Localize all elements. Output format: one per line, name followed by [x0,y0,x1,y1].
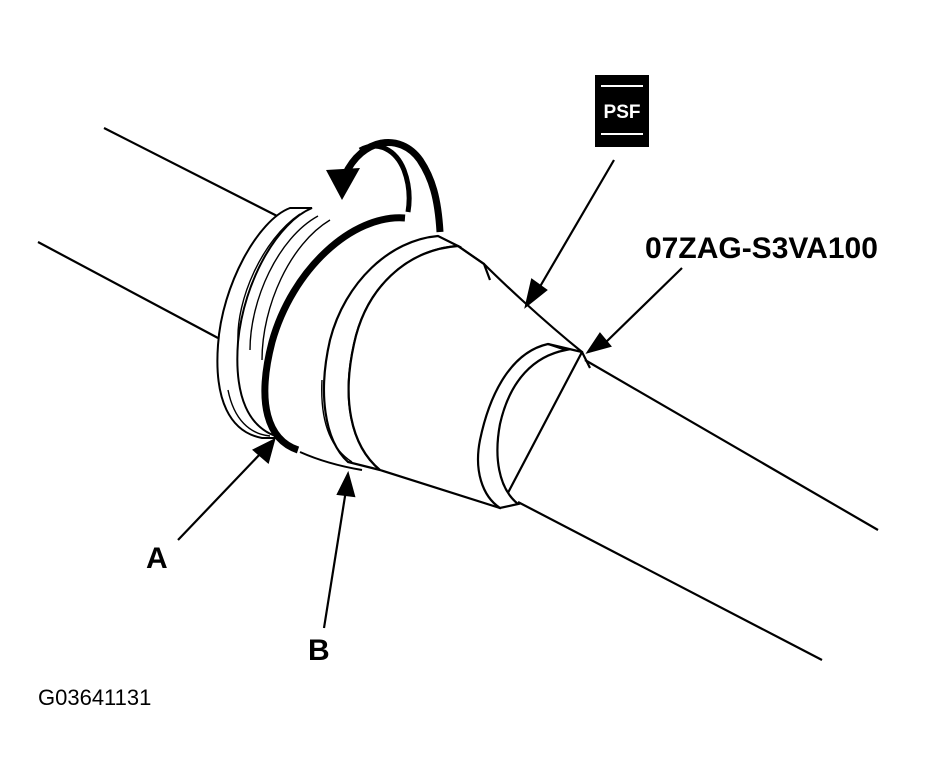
shaft-right [517,359,879,661]
seal-ring-thick [261,214,406,454]
shaft-left [37,127,286,339]
figure-code: G03641131 [38,685,151,710]
seal-lip-b [299,451,363,471]
leader-arrows [177,159,683,629]
psf-badge: PSF [595,75,649,147]
callout-a: A [146,542,168,575]
psf-badge-label: PSF [604,102,641,123]
callout-b: B [308,634,330,667]
seal-a [216,207,331,439]
special-tool [321,234,591,510]
rotation-arrow-icon [326,139,444,233]
part-number-label: 07ZAG-S3VA100 [645,232,878,265]
